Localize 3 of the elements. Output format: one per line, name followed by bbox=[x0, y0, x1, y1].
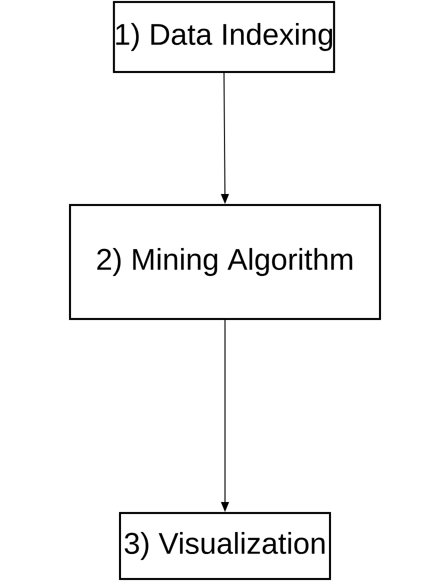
process-box: 3) Visualization bbox=[119, 512, 331, 580]
process-box: 1) Data Indexing bbox=[112, 1, 336, 73]
process-box: 2) Mining Algorithm bbox=[69, 204, 381, 320]
